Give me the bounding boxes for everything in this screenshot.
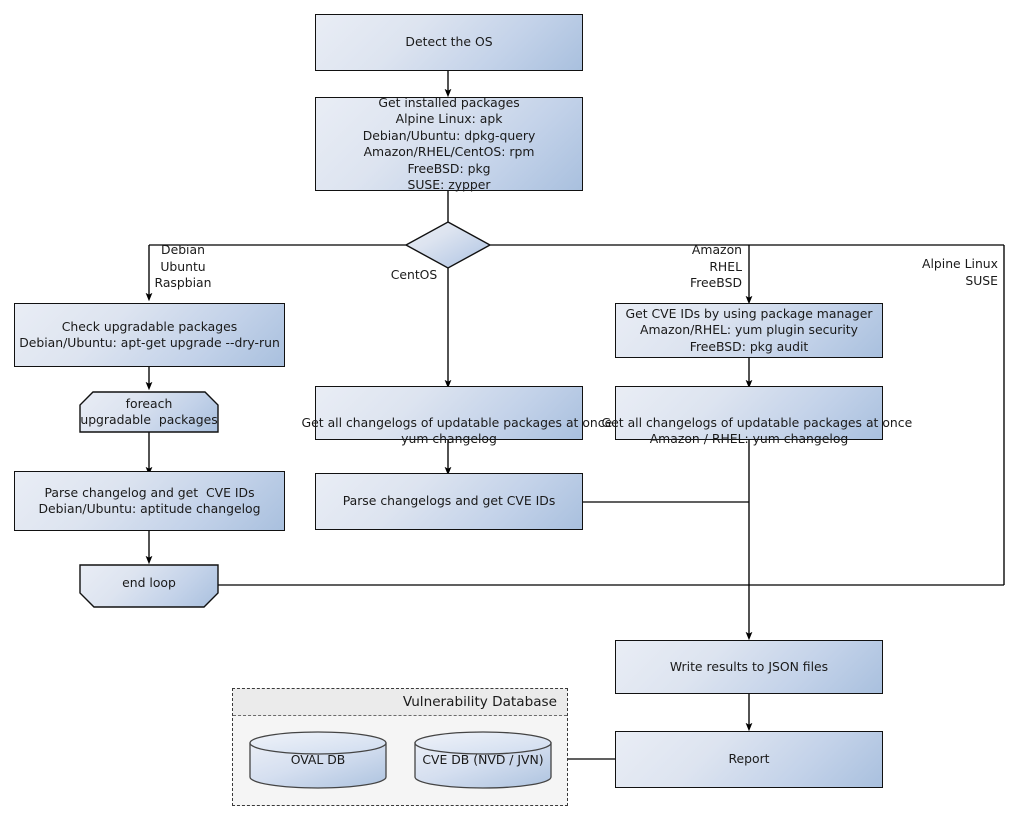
node-foreach-upgradable-packages[interactable]: foreach upgradable packages	[80, 392, 218, 432]
node-get-installed-packages[interactable]: Get installed packages Alpine Linux: apk…	[315, 94, 583, 193]
node-report[interactable]: Report	[615, 731, 883, 788]
node-detect-os[interactable]: Detect the OS	[315, 14, 583, 71]
node-get-changelogs-centos-label: Get all changelogs of updatable packages…	[301, 414, 613, 447]
node-write-results-json-label: Write results to JSON files	[669, 658, 829, 674]
node-get-cve-ids-package-manager[interactable]: Get CVE IDs by using package manager Ama…	[615, 303, 883, 358]
vulnerability-database-title: Vulnerability Database	[402, 694, 557, 710]
node-check-upgradable-packages-label: Check upgradable packages Debian/Ubuntu:…	[19, 318, 280, 351]
node-parse-changelog-debian-label: Parse changelog and get CVE IDs Debian/U…	[38, 484, 261, 517]
node-write-results-json[interactable]: Write results to JSON files	[615, 640, 883, 694]
node-report-label: Report	[728, 751, 770, 767]
node-foreach-label: foreach upgradable packages	[80, 395, 218, 427]
node-get-cve-ids-package-manager-label: Get CVE IDs by using package manager Ama…	[625, 305, 873, 354]
os-decision-diamond	[404, 221, 492, 269]
branch-label-debian: Debian Ubuntu Raspbian	[154, 242, 212, 290]
node-parse-changelogs-centos[interactable]: Parse changelogs and get CVE IDs	[315, 473, 583, 530]
oval-db-label: OVAL DB	[290, 752, 346, 767]
branch-label-amazon: Amazon RHEL FreeBSD	[690, 242, 742, 290]
cve-db-cylinder[interactable]	[414, 731, 552, 789]
vulnerability-database-title-bar: Vulnerability Database	[233, 689, 567, 716]
node-parse-changelogs-centos-label: Parse changelogs and get CVE IDs	[342, 493, 556, 509]
node-check-upgradable-packages[interactable]: Check upgradable packages Debian/Ubuntu:…	[14, 303, 285, 367]
node-end-loop-label: end loop	[122, 574, 176, 590]
node-detect-os-label: Detect the OS	[405, 34, 493, 50]
branch-label-centos: CentOS	[390, 267, 438, 282]
node-get-changelogs-amazon[interactable]	[615, 386, 883, 440]
oval-db-cylinder[interactable]	[249, 731, 387, 789]
node-end-loop[interactable]: end loop	[80, 565, 218, 607]
node-parse-changelog-debian[interactable]: Parse changelog and get CVE IDs Debian/U…	[14, 471, 285, 531]
node-get-changelogs-amazon-label: Get all changelogs of updatable packages…	[601, 414, 913, 447]
node-get-installed-packages-label: Get installed packages Alpine Linux: apk…	[362, 94, 536, 193]
branch-label-alpine: Alpine Linux SUSE	[921, 256, 998, 288]
node-get-changelogs-centos[interactable]	[315, 386, 583, 440]
cve-db-label: CVE DB (NVD / JVN)	[422, 752, 544, 767]
